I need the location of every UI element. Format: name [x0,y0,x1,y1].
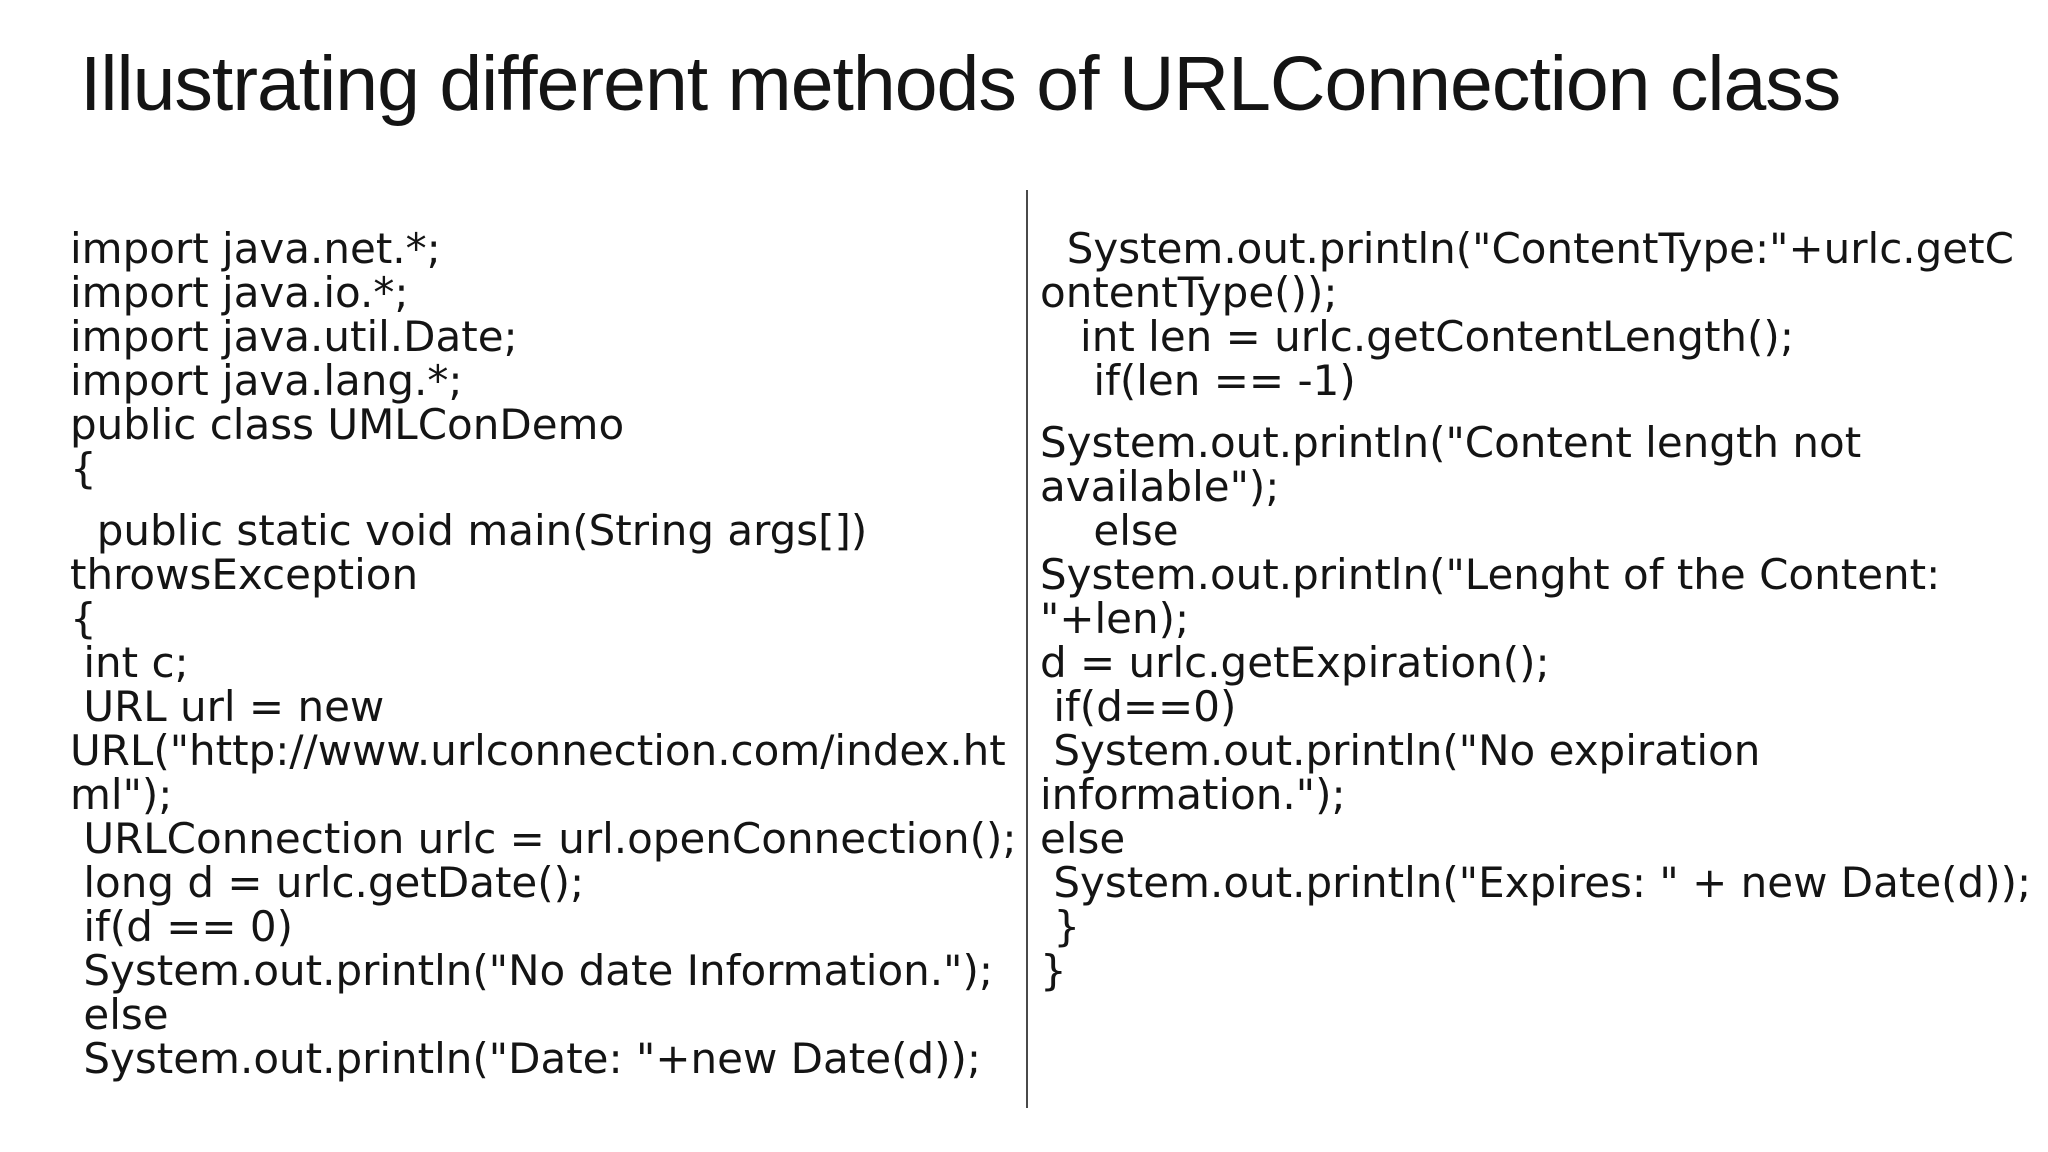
code-line: available"); [1040,462,1280,511]
code-paragraph: public static void main(String args[])th… [70,509,1024,1081]
code-line: ontentType()); [1040,268,1338,317]
code-line: if(d==0) [1040,682,1237,731]
code-line: else [70,990,169,1039]
code-line: import java.lang.*; [70,356,463,405]
code-column-left: import java.net.*;import java.io.*;impor… [70,227,1024,1081]
code-line: URL url = new [70,682,385,731]
code-line: information."); [1040,770,1346,819]
code-line: throwsException [70,550,419,599]
slide-title: Illustrating different methods of URLCon… [80,41,1841,127]
code-line: int c; [70,638,189,687]
code-paragraph: System.out.println("ContentType:"+urlc.g… [1040,227,2044,403]
code-line: System.out.println("No date Information.… [70,946,993,995]
code-line: import java.io.*; [70,268,409,317]
code-line: System.out.println("ContentType:"+urlc.g… [1040,224,2014,273]
code-line: import java.util.Date; [70,312,518,361]
code-column-right: System.out.println("ContentType:"+urlc.g… [1040,227,2044,993]
code-paragraph: import java.net.*;import java.io.*;impor… [70,227,1024,491]
code-line: URL("http://www.urlconnection.com/index.… [70,726,1006,775]
code-line: System.out.println("Date: "+new Date(d))… [70,1034,982,1083]
code-line: System.out.println("Expires: " + new Dat… [1040,858,2032,907]
code-line: if(len == -1) [1040,356,1356,405]
code-line: System.out.println("Lenght of the Conten… [1040,550,1941,599]
code-line: URLConnection urlc = url.openConnection(… [70,814,1017,863]
code-line: System.out.println("Content length not [1040,418,1862,467]
code-line: import java.net.*; [70,224,441,273]
column-divider [1026,190,1028,1108]
code-line: int len = urlc.getContentLength(); [1040,312,1794,361]
code-line: if(d == 0) [70,902,294,951]
code-line: else [1040,814,1126,863]
code-line: } [1040,946,1067,995]
code-line: "+len); [1040,594,1190,643]
code-line: long d = urlc.getDate(); [70,858,585,907]
code-line: ml"); [70,770,173,819]
code-line: public class UMLConDemo [70,400,625,449]
code-line: public static void main(String args[]) [70,506,868,555]
code-line: } [1040,902,1081,951]
code-line: else [1040,506,1179,555]
code-line: { [70,594,97,643]
code-line: d = urlc.getExpiration(); [1040,638,1550,687]
code-line: System.out.println("No expiration [1040,726,1761,775]
code-line: { [70,444,97,493]
